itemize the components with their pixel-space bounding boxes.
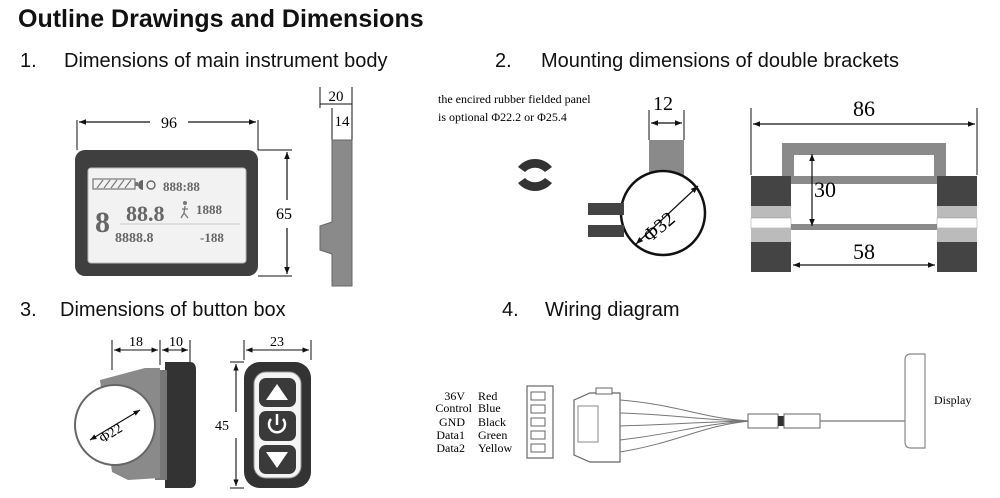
- wire-color-3: Black: [478, 415, 506, 429]
- dim-depth-20: 20: [329, 89, 344, 105]
- bracket-side-view: 12 Φ32: [588, 93, 707, 257]
- button-box-body-side: [165, 362, 196, 488]
- wire-color-5: Yellow: [478, 441, 512, 455]
- bracket-arch: [782, 143, 946, 176]
- wire-color-4: Green: [478, 428, 507, 442]
- section-2-number: 2.: [495, 50, 512, 72]
- button-box-front-view: 23 45: [215, 335, 312, 489]
- lcd-odometer: 8888.8: [115, 231, 154, 246]
- button-box-side-view: 18 10 Φ22: [72, 335, 196, 490]
- section-4-title: Wiring diagram: [545, 299, 680, 321]
- dim-button-height-45: 45: [215, 419, 229, 434]
- rubber-ring: [518, 158, 552, 192]
- bracket-bar-upper: [791, 176, 937, 184]
- wire-signal-1: 36V: [444, 389, 465, 403]
- section-2-title: Mounting dimensions of double brackets: [541, 50, 899, 72]
- wire-bundle: [619, 399, 751, 453]
- section-1-title: Dimensions of main instrument body: [64, 50, 388, 72]
- dim-inner-58: 58: [853, 239, 875, 264]
- bracket-bar-lower: [791, 224, 937, 230]
- headlight-icon: [138, 180, 156, 190]
- lcd-assist-level: 8: [95, 206, 110, 239]
- wire-signal-4: Data1: [436, 428, 465, 442]
- wire-signal-3: GND: [439, 415, 465, 429]
- dim-clamp-12: 12: [653, 93, 673, 115]
- clamp-ear-top: [588, 203, 624, 215]
- lcd-screen: [87, 167, 247, 264]
- dim-button-18: 18: [129, 335, 143, 350]
- triangle-down-icon: [266, 452, 288, 468]
- section-3-title: Dimensions of button box: [60, 299, 286, 321]
- instrument-front-view: 96 888:88 8 88.8 1888 88: [75, 115, 292, 277]
- bracket-front-view: 86 30 58: [750, 96, 978, 272]
- dim-height-65: 65: [276, 206, 292, 223]
- triangle-up-icon: [266, 384, 288, 400]
- dim-width-96: 96: [161, 115, 177, 132]
- dim-height-30: 30: [814, 177, 836, 202]
- bracket-note-line1: the encired rubber fielded panel: [438, 92, 591, 106]
- dim-lip-14: 14: [335, 114, 351, 130]
- section-4-number: 4.: [502, 299, 519, 321]
- inline-connector-b: [783, 413, 821, 429]
- wire-signal-2: Control: [435, 401, 472, 415]
- wiring-diagram: 36V Red Control Blue GND Black Data1 Gre…: [435, 353, 971, 463]
- power-button[interactable]: [259, 411, 296, 441]
- dim-button-width-23: 23: [270, 335, 284, 350]
- bracket-note: the encired rubber fielded panel is opti…: [438, 92, 591, 124]
- display-outline: [904, 353, 926, 449]
- walk-icon: [180, 201, 189, 219]
- clamp-ear-bottom: [588, 225, 624, 237]
- section-3-number: 3.: [20, 299, 37, 321]
- lcd-temperature: -188: [200, 230, 224, 245]
- wire-color-2: Blue: [478, 401, 501, 415]
- bracket-note-line2: is optional Φ22.2 or Φ25.4: [438, 110, 567, 124]
- lcd-clock: 888:88: [163, 179, 200, 194]
- display-label: Display: [934, 393, 971, 407]
- wire-color-1: Red: [478, 389, 497, 403]
- lcd-speed: 88.8: [126, 201, 165, 226]
- battery-icon: [92, 178, 138, 190]
- dim-outer-86: 86: [853, 96, 875, 121]
- instrument-side-view: 20 14: [319, 87, 353, 287]
- page-title: Outline Drawings and Dimensions: [18, 5, 424, 33]
- section-1-number: 1.: [20, 50, 37, 72]
- power-icon: [267, 414, 287, 434]
- wire-signal-5: Data2: [436, 441, 465, 455]
- instrument-side-profile: [319, 139, 353, 287]
- inline-connector-a: [747, 413, 779, 429]
- dim-button-10: 10: [169, 335, 183, 350]
- lcd-trip: 1888: [196, 202, 223, 217]
